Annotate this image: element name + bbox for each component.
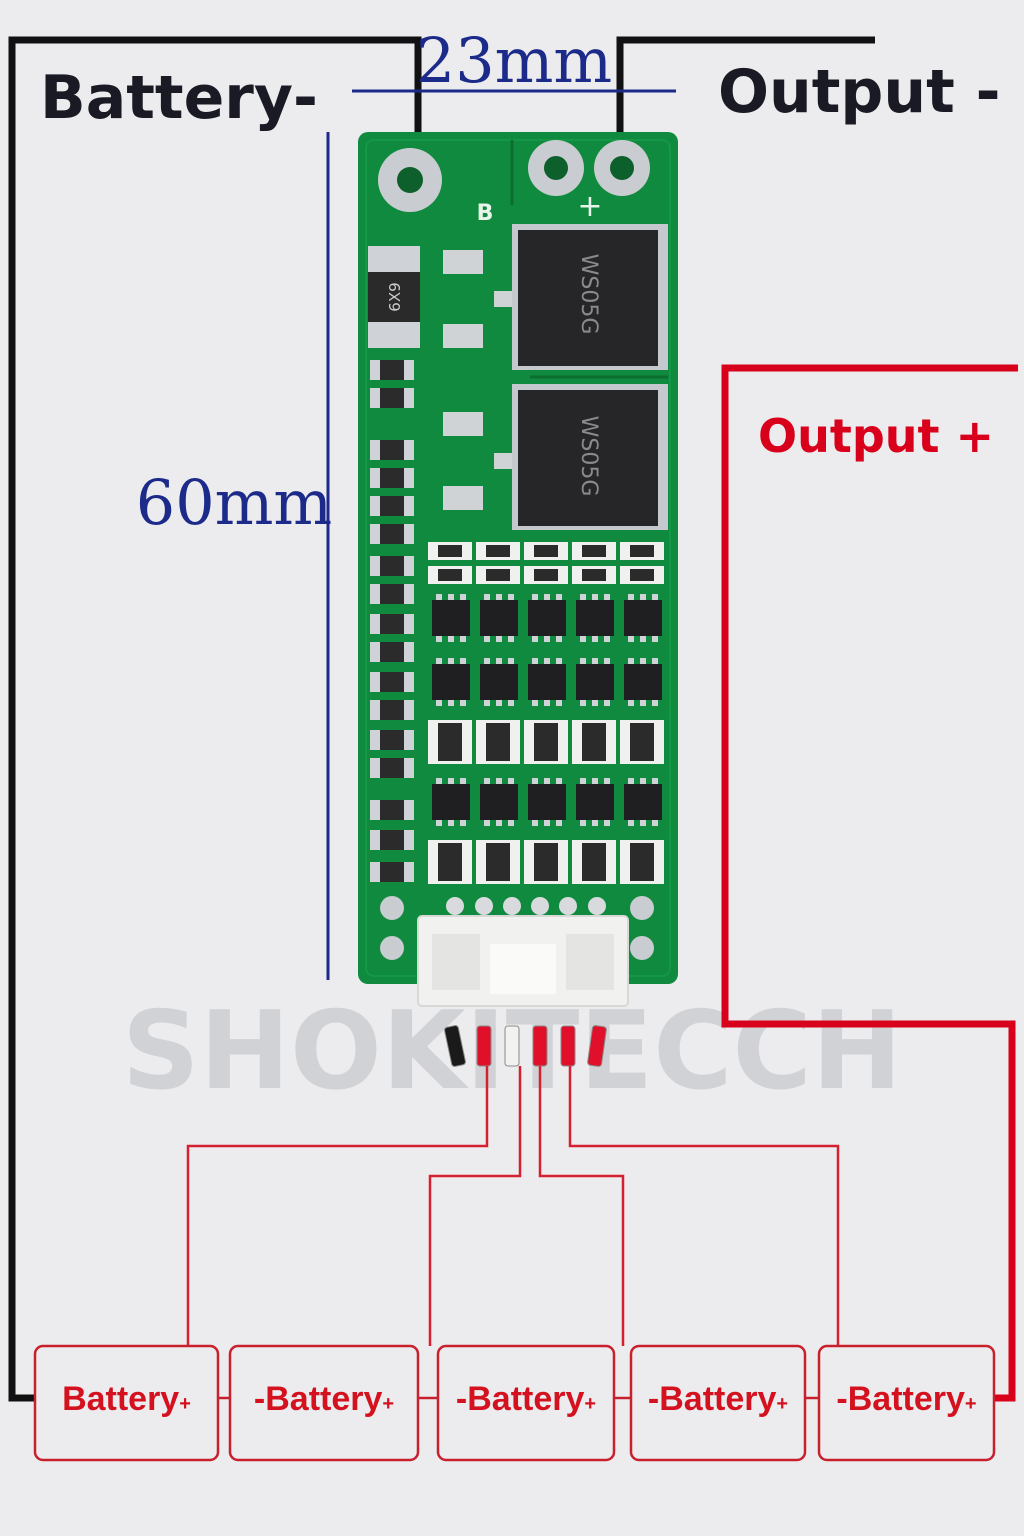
smd-ic-3-4 [624, 664, 662, 700]
inductor: 6X9 [368, 246, 420, 348]
mosfet-2: WS05G [443, 384, 668, 530]
width-dimension-label: 23mm [416, 24, 612, 97]
smd-left-16 [370, 862, 414, 882]
smd-left-14 [370, 800, 414, 820]
pad-b-minus [378, 148, 442, 212]
smd-ic-5-1 [480, 784, 518, 820]
output-plus-label: Output + [758, 409, 994, 463]
battery-cell-box [817, 1344, 996, 1462]
balance-wiring [186, 1066, 840, 1346]
connector-pin-5 [588, 897, 606, 915]
battery-minus-label: Battery- [40, 63, 318, 133]
battery-cell-2: -Battery+ [228, 1344, 420, 1462]
connector-pin-2 [503, 897, 521, 915]
smd-ic-3-1 [480, 664, 518, 700]
battery-cell-label: -Battery+ [254, 1380, 394, 1418]
smd-ic-5-3 [576, 784, 614, 820]
balance-lead-1 [476, 1025, 492, 1067]
mosfet-1: WS05G [443, 224, 668, 370]
smd-ic-3-0 [432, 664, 470, 700]
mosfet-1-marking: WS05G [576, 254, 601, 335]
connector-pin-3 [531, 897, 549, 915]
battery-cell-label: -Battery+ [836, 1380, 976, 1418]
smd-ic-2-0 [432, 600, 470, 636]
output-plus-wire [721, 364, 1018, 1402]
battery-minus-wire [8, 36, 422, 1402]
battery-cell-label: -Battery+ [648, 1380, 788, 1418]
smd-ic-3-3 [576, 664, 614, 700]
smd-left-10 [370, 672, 414, 692]
pcb-board: B + 6X9 WS05G WS05G [358, 132, 678, 1007]
smd-left-12 [370, 730, 414, 750]
pad-p-minus-b [594, 140, 650, 196]
smd-left-1 [370, 388, 414, 408]
smd-ic-2-1 [480, 600, 518, 636]
output-minus-label: Output - [718, 57, 1001, 127]
pad-p-minus-a [528, 140, 584, 196]
smd-left-3 [370, 468, 414, 488]
smd-left-8 [370, 614, 414, 634]
battery-cell-3: -Battery+ [436, 1344, 616, 1462]
balance-connector [380, 896, 654, 1007]
battery-cell-box [629, 1344, 807, 1462]
battery-cell-box [228, 1344, 420, 1462]
dimension-width: 23mm [352, 24, 676, 97]
battery-cell-row: Battery+ -Battery+ -Battery+ -Battery+ -Batt… [33, 1344, 996, 1462]
battery-cell-1: Battery+ [33, 1344, 220, 1462]
smd-left-4 [370, 496, 414, 516]
output-minus-wire [616, 36, 875, 172]
smd-ic-5-0 [432, 784, 470, 820]
balance-lead-2 [504, 1025, 520, 1067]
smd-left-2 [370, 440, 414, 460]
smd-ic-2-3 [576, 600, 614, 636]
battery-cell-box [436, 1344, 616, 1462]
battery-cell-label: -Battery+ [456, 1380, 596, 1418]
battery-cell-label: Battery+ [62, 1380, 191, 1418]
smd-left-7 [370, 584, 414, 604]
smd-left-5 [370, 524, 414, 544]
smd-ic-2-2 [528, 600, 566, 636]
balance-lead-0 [444, 1025, 466, 1067]
connector-pin-1 [475, 897, 493, 915]
smd-ic-2-4 [624, 600, 662, 636]
smd-left-9 [370, 642, 414, 662]
mosfet-2-marking: WS05G [576, 416, 601, 497]
smd-ic-5-4 [624, 784, 662, 820]
smd-components [370, 360, 664, 884]
balance-lead-4 [560, 1025, 576, 1067]
pad-plus-mark: + [577, 189, 602, 224]
smd-left-6 [370, 556, 414, 576]
smd-ic-5-2 [528, 784, 566, 820]
smd-left-0 [370, 360, 414, 380]
black-wires [8, 36, 875, 1402]
balance-lead-3 [532, 1025, 548, 1067]
smd-left-15 [370, 830, 414, 850]
pad-b-mark: B [477, 201, 494, 226]
smd-left-13 [370, 758, 414, 778]
connector-pin-4 [559, 897, 577, 915]
smd-left-11 [370, 700, 414, 720]
inductor-marking: 6X9 [386, 282, 404, 311]
height-dimension-label: 60mm [136, 466, 332, 539]
connector-pins [446, 897, 606, 915]
balance-lead-5 [587, 1025, 607, 1067]
dimension-height: 60mm [136, 132, 332, 980]
connector-pin-0 [446, 897, 464, 915]
smd-ic-3-2 [528, 664, 566, 700]
battery-cell-4: -Battery+ [629, 1344, 807, 1462]
battery-cell-5: -Battery+ [817, 1344, 996, 1462]
balance-leads [444, 1025, 607, 1067]
battery-cell-box [33, 1344, 220, 1462]
